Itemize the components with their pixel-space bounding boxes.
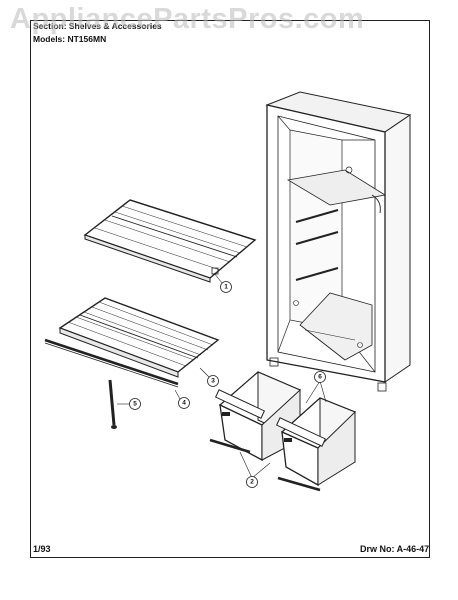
callout-4: 4 [178,397,190,409]
shelf-front-trim [44,338,179,386]
callout-5: 5 [129,398,141,410]
drawer-trim-left [209,438,251,454]
svg-text:3: 3 [211,378,215,385]
svg-text:6: 6 [318,374,322,381]
shelf-support-rod [108,379,117,429]
callout-2: 2 [246,476,258,488]
svg-text:4: 4 [182,400,186,407]
callout-leaders [117,272,327,479]
drawing-number: Drw No: A-46-47 [360,544,430,554]
refrigerator-cabinet [265,91,412,392]
drawer-trim-right [277,476,321,492]
svg-text:5: 5 [133,401,137,408]
svg-text:1: 1 [224,284,228,291]
callout-1: 1 [220,281,232,293]
drawing-header: Section: Shelves & Accessories Models: N… [33,20,162,46]
callout-6: 6 [314,371,326,383]
revision-date: 1/93 [33,544,51,554]
callout-3: 3 [207,375,219,387]
upper-wire-shelf [83,199,257,283]
drawing-frame [30,20,430,558]
crisper-drawer-right [275,397,357,487]
watermark: AppliancePartsPros.com [10,3,365,35]
section-title: Section: Shelves & Accessories [33,21,162,31]
lower-wire-shelf [58,297,220,378]
model-title: Models: NT156MN [33,34,107,44]
svg-text:2: 2 [250,479,254,486]
